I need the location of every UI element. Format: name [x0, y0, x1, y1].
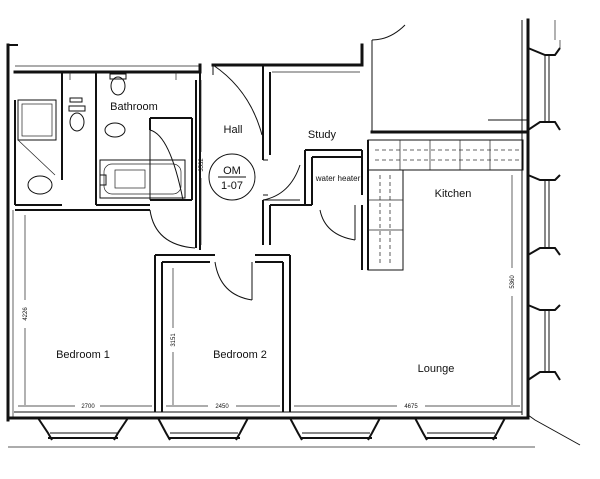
lounge-label: Lounge	[418, 363, 455, 375]
om-stamp: OM 1-07	[208, 153, 256, 201]
study-label: Study	[308, 129, 337, 141]
water-heater-label: water heater	[315, 174, 361, 183]
lounge-height-dim: 5360	[510, 275, 516, 289]
doors	[149, 24, 406, 301]
bathroom-fixtures	[17, 72, 186, 199]
stamp-line1: OM	[223, 165, 241, 177]
kitchen-counters	[367, 139, 524, 271]
bedroom1-width-dim: 2700	[81, 404, 95, 410]
bath-icon	[99, 159, 186, 199]
kitchen-label: Kitchen	[435, 188, 472, 200]
toilet-icon	[69, 112, 85, 132]
bedroom1-label: Bedroom 1	[56, 349, 110, 361]
stamp-line2: 1-07	[221, 180, 243, 192]
bedroom2-height-dim: 3151	[171, 333, 177, 347]
room-labels: Bathroom Hall Study water heater Kitchen…	[56, 101, 471, 375]
right-bay-windows	[527, 20, 561, 381]
toilet-icon	[110, 76, 126, 96]
basin-icon	[27, 175, 53, 195]
bedroom2-width-dim: 2450	[215, 404, 229, 410]
bottom-bay-windows	[8, 417, 535, 448]
lounge-width-dim: 4675	[404, 404, 418, 410]
bathroom-label: Bathroom	[110, 101, 158, 113]
hall-height-dim: 3532	[199, 158, 205, 172]
interior-walls	[14, 65, 369, 412]
dimension-labels: 3532 4226 3151 5360 2700 2450 4675	[18, 80, 520, 410]
hall-label: Hall	[224, 124, 243, 136]
bedroom2-label: Bedroom 2	[213, 349, 267, 361]
exterior-walls	[6, 18, 581, 446]
bedroom1-height-dim: 4226	[23, 307, 29, 321]
shower-icon	[17, 99, 57, 141]
basin-icon	[104, 122, 126, 138]
